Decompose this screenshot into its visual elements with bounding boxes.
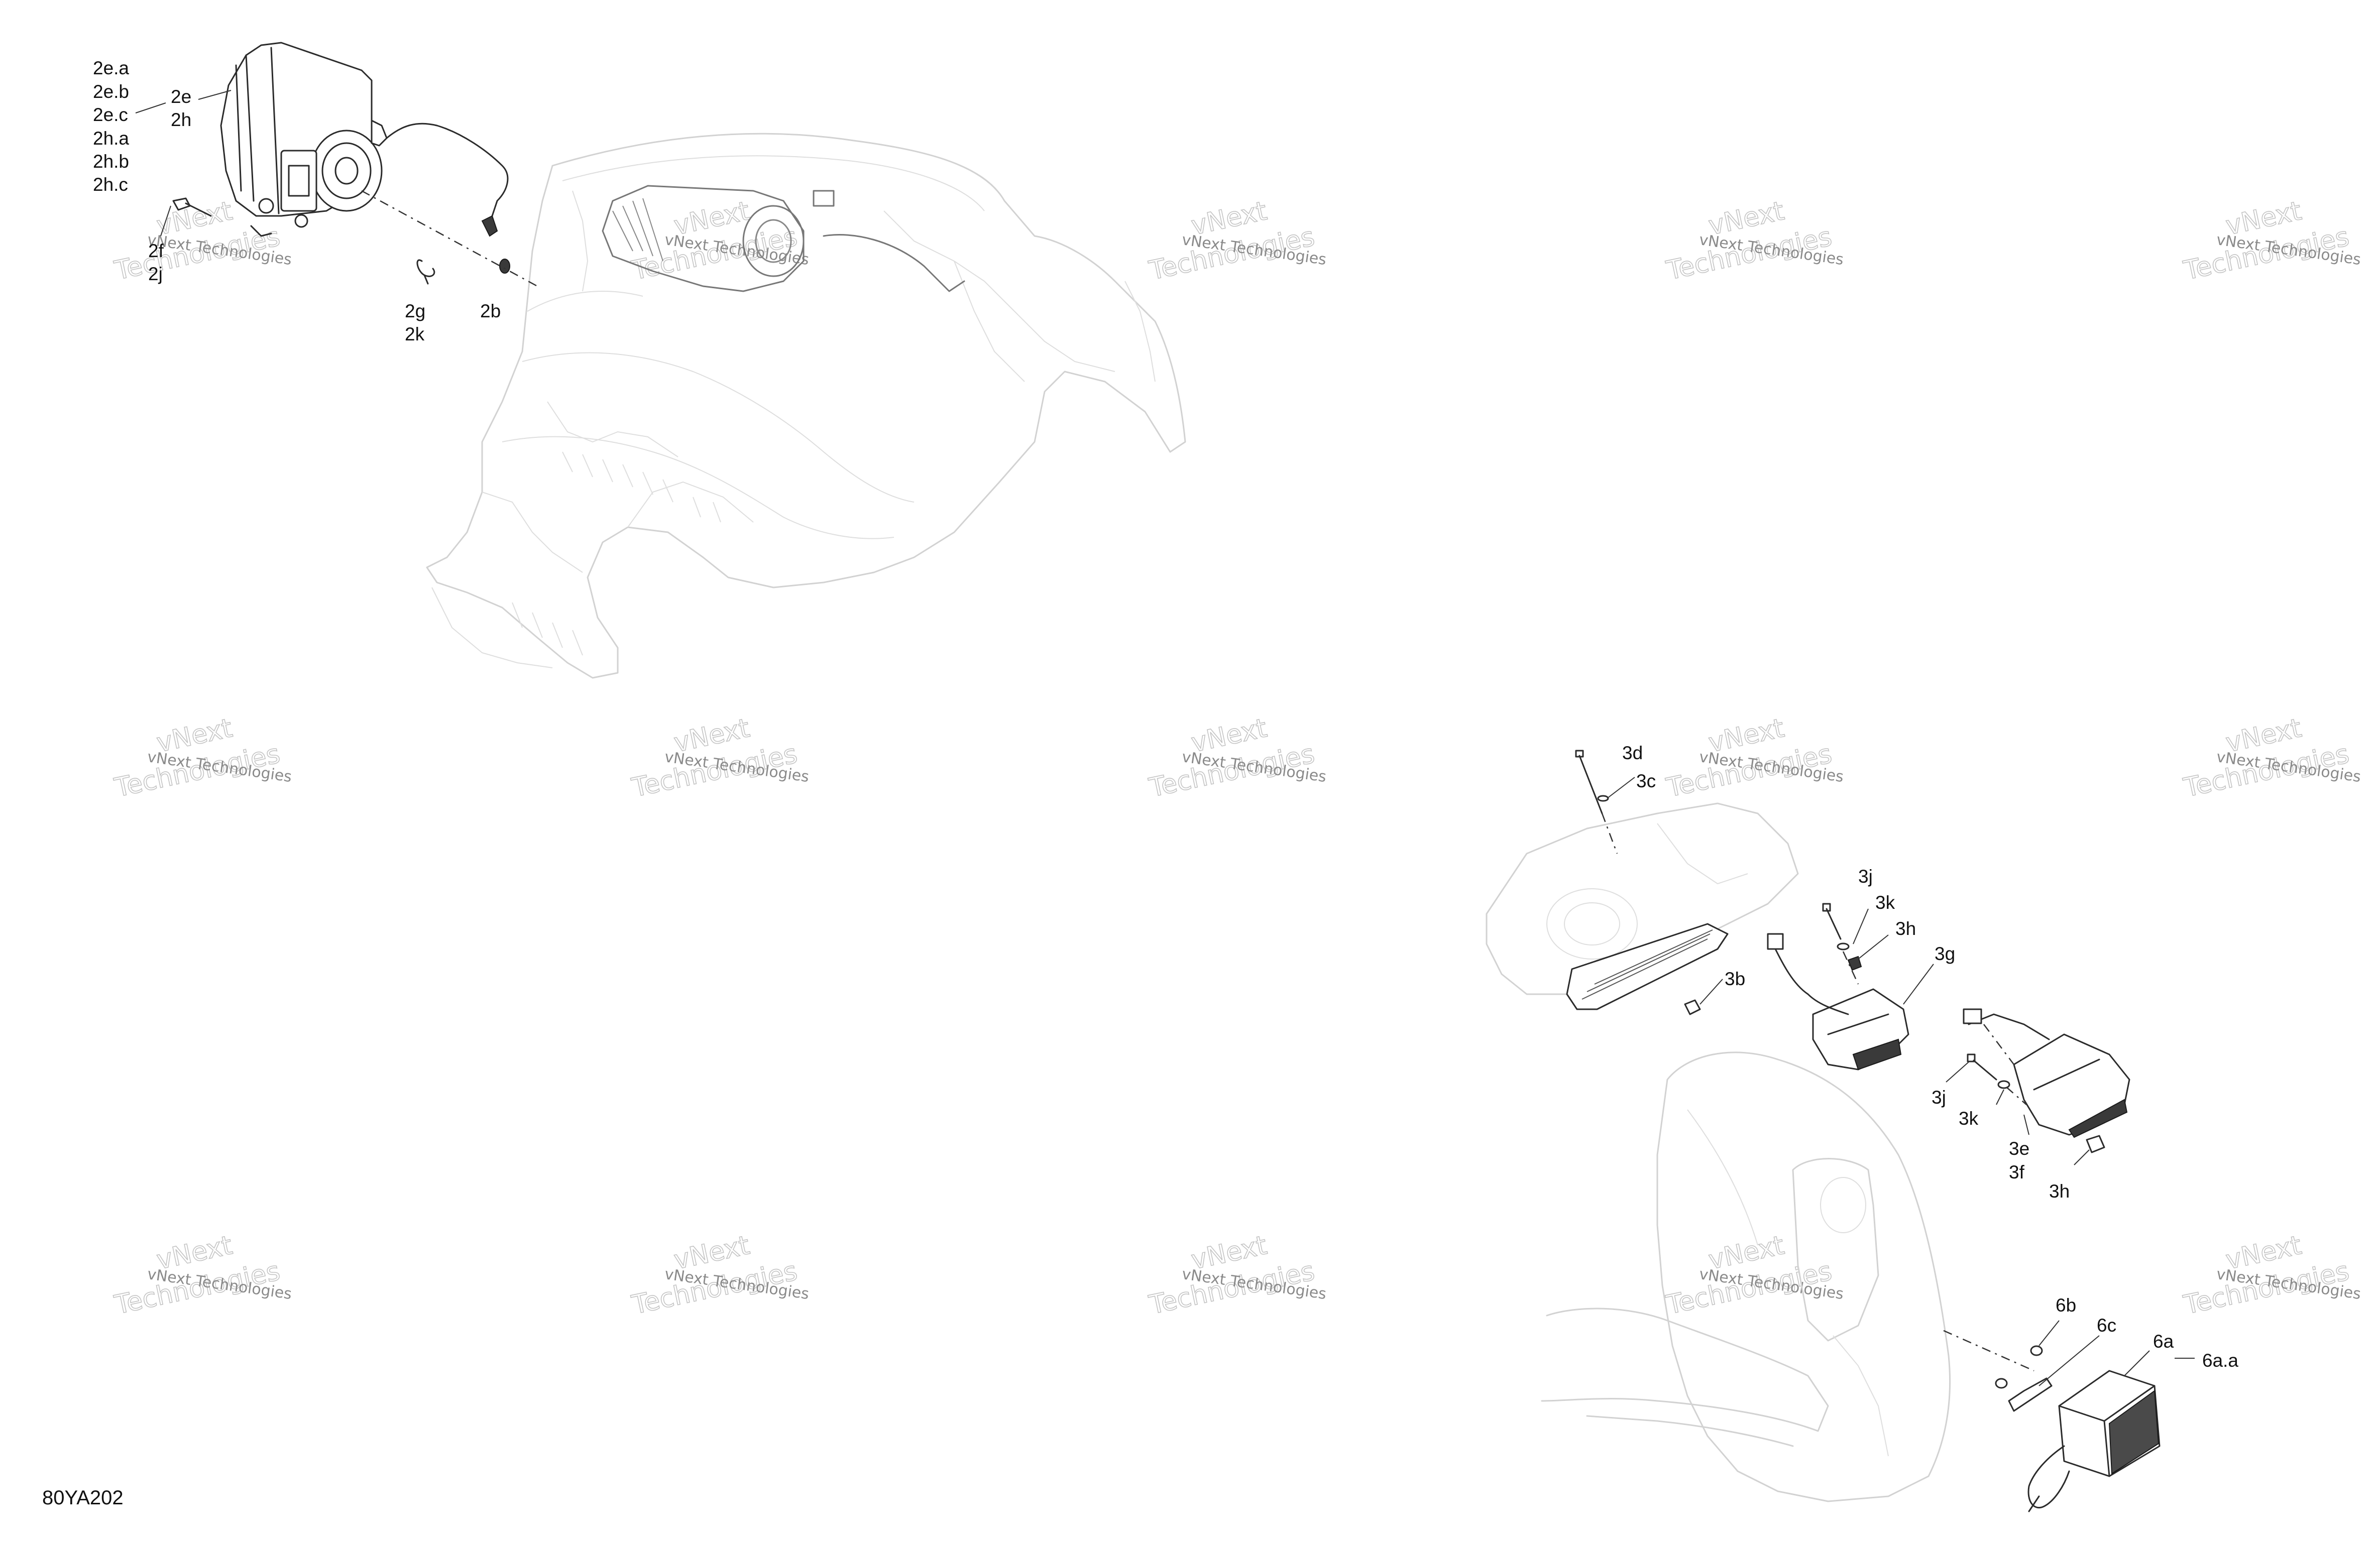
- assembly-line-tail: [1983, 1024, 2014, 1065]
- callout-2e-b: 2e.b: [93, 81, 129, 102]
- callout-2g: 2g: [405, 301, 425, 321]
- screw-3j-bottom: [1967, 1053, 1997, 1081]
- reference-code: 80YA202: [42, 1487, 124, 1509]
- washer-3c: [1597, 795, 1609, 802]
- callout-2j: 2j: [148, 264, 163, 284]
- callout-2h-a: 2h.a: [93, 128, 129, 149]
- bracket-6c: [2008, 1377, 2053, 1412]
- callout-2e-a: 2e.a: [93, 58, 129, 78]
- callout-2h-c: 2h.c: [93, 174, 128, 195]
- nut-3h-bottom: [2086, 1135, 2105, 1153]
- callout-3j-top: 3j: [1858, 866, 1873, 887]
- nut-3b: [1684, 999, 1701, 1015]
- rear-body-ghost: [1486, 802, 1951, 1502]
- callout-3k-top: 3k: [1875, 892, 1895, 913]
- leader-lines-tail: [1607, 777, 2195, 1386]
- callout-3g: 3g: [1935, 943, 1955, 964]
- washer-3k-top: [1837, 942, 1850, 951]
- washer-3k-bottom: [1997, 1080, 2010, 1089]
- assembly-line-3j-bottom: [2006, 1087, 2027, 1105]
- callout-2h: 2h: [171, 109, 191, 130]
- callout-2e: 2e: [171, 86, 191, 107]
- tail-light-center: [1767, 933, 1909, 1071]
- callout-3c: 3c: [1636, 771, 1656, 791]
- assembly-line-3d: [1601, 813, 1618, 854]
- callout-3b: 3b: [1725, 969, 1745, 989]
- callouts: 2e.a 2e.b 2e.c 2h.a 2h.b 2h.c 2e 2h 2f 2…: [42, 58, 2238, 1509]
- callout-6a: 6a: [2153, 1331, 2174, 1352]
- callout-2f: 2f: [148, 241, 164, 261]
- nut-2b: [499, 259, 510, 274]
- callout-3h-bottom: 3h: [2049, 1181, 2070, 1202]
- callout-3d: 3d: [1622, 743, 1643, 763]
- callout-6c: 6c: [2097, 1315, 2116, 1336]
- assembly-line-headlight: [361, 190, 538, 287]
- callout-6b: 6b: [2056, 1295, 2076, 1316]
- module-6a: [2027, 1370, 2161, 1512]
- assembly-line-3j-top: [1842, 951, 1859, 985]
- callout-2e-c: 2e.c: [93, 104, 128, 125]
- screw-3j-top: [1822, 903, 1842, 940]
- callout-3j-bottom: 3j: [1932, 1087, 1946, 1108]
- callout-3f: 3f: [2009, 1162, 2025, 1182]
- tail-light-left: [1566, 923, 1729, 1010]
- callout-6a-a: 6a.a: [2202, 1350, 2238, 1371]
- screw-3d: [1575, 750, 1603, 814]
- callout-3e: 3e: [2009, 1138, 2029, 1159]
- screw-2f: [172, 197, 212, 217]
- callout-3k-bottom: 3k: [1959, 1108, 1979, 1129]
- clip-2g: [416, 259, 435, 285]
- nut-3h-top: [1847, 956, 1862, 971]
- callout-2k: 2k: [405, 324, 425, 344]
- nut-6b: [1995, 1345, 2043, 1389]
- callout-2h-b: 2h.b: [93, 151, 129, 172]
- front-frame-ghost: [426, 133, 1186, 679]
- callout-2b: 2b: [480, 301, 501, 321]
- mounted-headlight: [602, 185, 965, 292]
- assembly-line-6a: [1943, 1330, 2034, 1372]
- headlight-assembly: [220, 42, 509, 237]
- tail-light-right: [1963, 1008, 2130, 1138]
- callout-3h-top: 3h: [1895, 918, 1916, 939]
- leader-lines-headlight: [135, 90, 232, 236]
